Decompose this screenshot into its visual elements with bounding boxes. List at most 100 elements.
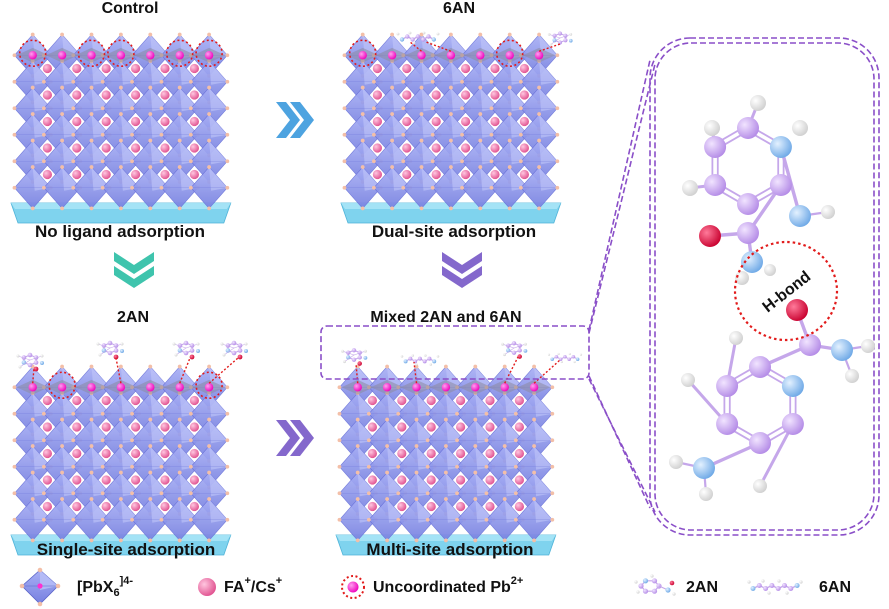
- cation: [514, 448, 525, 459]
- surface-pb: [441, 383, 451, 392]
- panel-control-lattice: [10, 32, 232, 224]
- cation: [490, 169, 500, 180]
- surface-pb: [87, 51, 96, 60]
- octahedron: [425, 417, 467, 463]
- surface-pb: [446, 51, 456, 60]
- cation: [372, 90, 382, 100]
- cation: [72, 448, 82, 459]
- cation: [431, 90, 441, 100]
- cation: [397, 422, 407, 432]
- surface-pb: [353, 383, 362, 392]
- cation: [42, 422, 53, 432]
- cation: [101, 395, 111, 406]
- cation: [456, 395, 466, 406]
- cation: [72, 143, 82, 153]
- cation: [189, 448, 199, 459]
- caption-control: No ligand adsorption: [35, 222, 205, 241]
- cation: [101, 475, 111, 485]
- surface-pb: [534, 51, 544, 60]
- cation: [189, 63, 199, 74]
- cation: [189, 475, 199, 485]
- cation: [485, 422, 495, 432]
- cation: [402, 116, 412, 127]
- legend: [PbX6]4- FA+/Cs+ Uncoordinated Pb2+ 2AN …: [19, 567, 851, 607]
- cation: [519, 143, 530, 153]
- cation: [42, 90, 53, 100]
- cation: [402, 143, 412, 153]
- cation: [372, 63, 382, 74]
- uncoordinated-ring: [495, 39, 524, 68]
- surface-pb: [87, 383, 96, 392]
- surface-pb: [116, 51, 126, 60]
- cation: [160, 63, 170, 74]
- octahedron: [188, 165, 230, 211]
- cation: [461, 143, 471, 153]
- cation: [189, 143, 199, 153]
- h-bond-ring: [733, 240, 839, 342]
- cation: [519, 116, 530, 127]
- cation: [397, 475, 407, 485]
- cation: [456, 448, 466, 459]
- cation: [485, 395, 495, 406]
- legend-cation-label: FA+/Cs+: [224, 575, 282, 596]
- cation: [189, 169, 199, 180]
- surface-pb: [175, 51, 184, 60]
- cation: [160, 422, 170, 432]
- cation: [101, 63, 111, 74]
- uncoordinated-ring: [18, 39, 47, 68]
- surface-pb: [529, 383, 539, 392]
- title-2an: 2AN: [117, 309, 149, 326]
- legend-6an-label: 6AN: [819, 579, 851, 596]
- octahedron: [518, 165, 560, 211]
- cation: [131, 90, 141, 100]
- cation: [72, 63, 82, 74]
- cation: [72, 422, 82, 432]
- cation: [372, 143, 382, 153]
- legend-2an-icon: [634, 574, 676, 596]
- cation: [397, 448, 407, 459]
- uncoordinated-ring: [348, 39, 377, 68]
- cation: [42, 475, 53, 485]
- cation: [189, 422, 199, 432]
- cation: [431, 116, 441, 127]
- legend-uncoordinated-pb-icon: [341, 575, 365, 599]
- surface-pb: [387, 51, 397, 60]
- octahedron: [188, 417, 230, 463]
- cation: [514, 422, 525, 432]
- cation: [456, 422, 466, 432]
- uncoordinated-ring: [107, 39, 135, 68]
- legend-2an-label: 2AN: [686, 579, 718, 596]
- surface-pb: [204, 383, 214, 392]
- surface-pb: [116, 383, 126, 392]
- cation: [456, 501, 466, 512]
- legend-octahedron-icon: [19, 567, 61, 607]
- cation: [461, 63, 471, 74]
- title-control: Control: [102, 0, 159, 17]
- title-mixed: Mixed 2AN and 6AN: [370, 309, 521, 326]
- uncoordinated-ring: [77, 39, 106, 68]
- uncoordinated-ring: [165, 39, 194, 68]
- cation: [490, 63, 500, 74]
- panel-mixed-lattice: [335, 341, 583, 556]
- caption-2an: Single-site adsorption: [37, 540, 216, 559]
- cation: [72, 90, 82, 100]
- cation: [42, 501, 53, 512]
- process-arrows: [114, 102, 482, 456]
- legend-octahedron-label: [PbX6]4-: [77, 575, 133, 599]
- octahedron: [513, 497, 555, 543]
- octahedron: [430, 165, 472, 211]
- cation: [101, 116, 111, 127]
- cation: [131, 116, 141, 127]
- panel-2an-lattice: [10, 340, 248, 556]
- cation: [101, 448, 111, 459]
- cation: [514, 475, 525, 485]
- cation: [160, 475, 170, 485]
- octahedron: [489, 112, 530, 158]
- arrow-right: [276, 420, 314, 456]
- cation: [72, 475, 82, 485]
- cation: [426, 422, 436, 432]
- cation: [160, 448, 170, 459]
- cation: [519, 63, 530, 74]
- cation: [426, 501, 436, 512]
- surface-pb: [500, 383, 509, 392]
